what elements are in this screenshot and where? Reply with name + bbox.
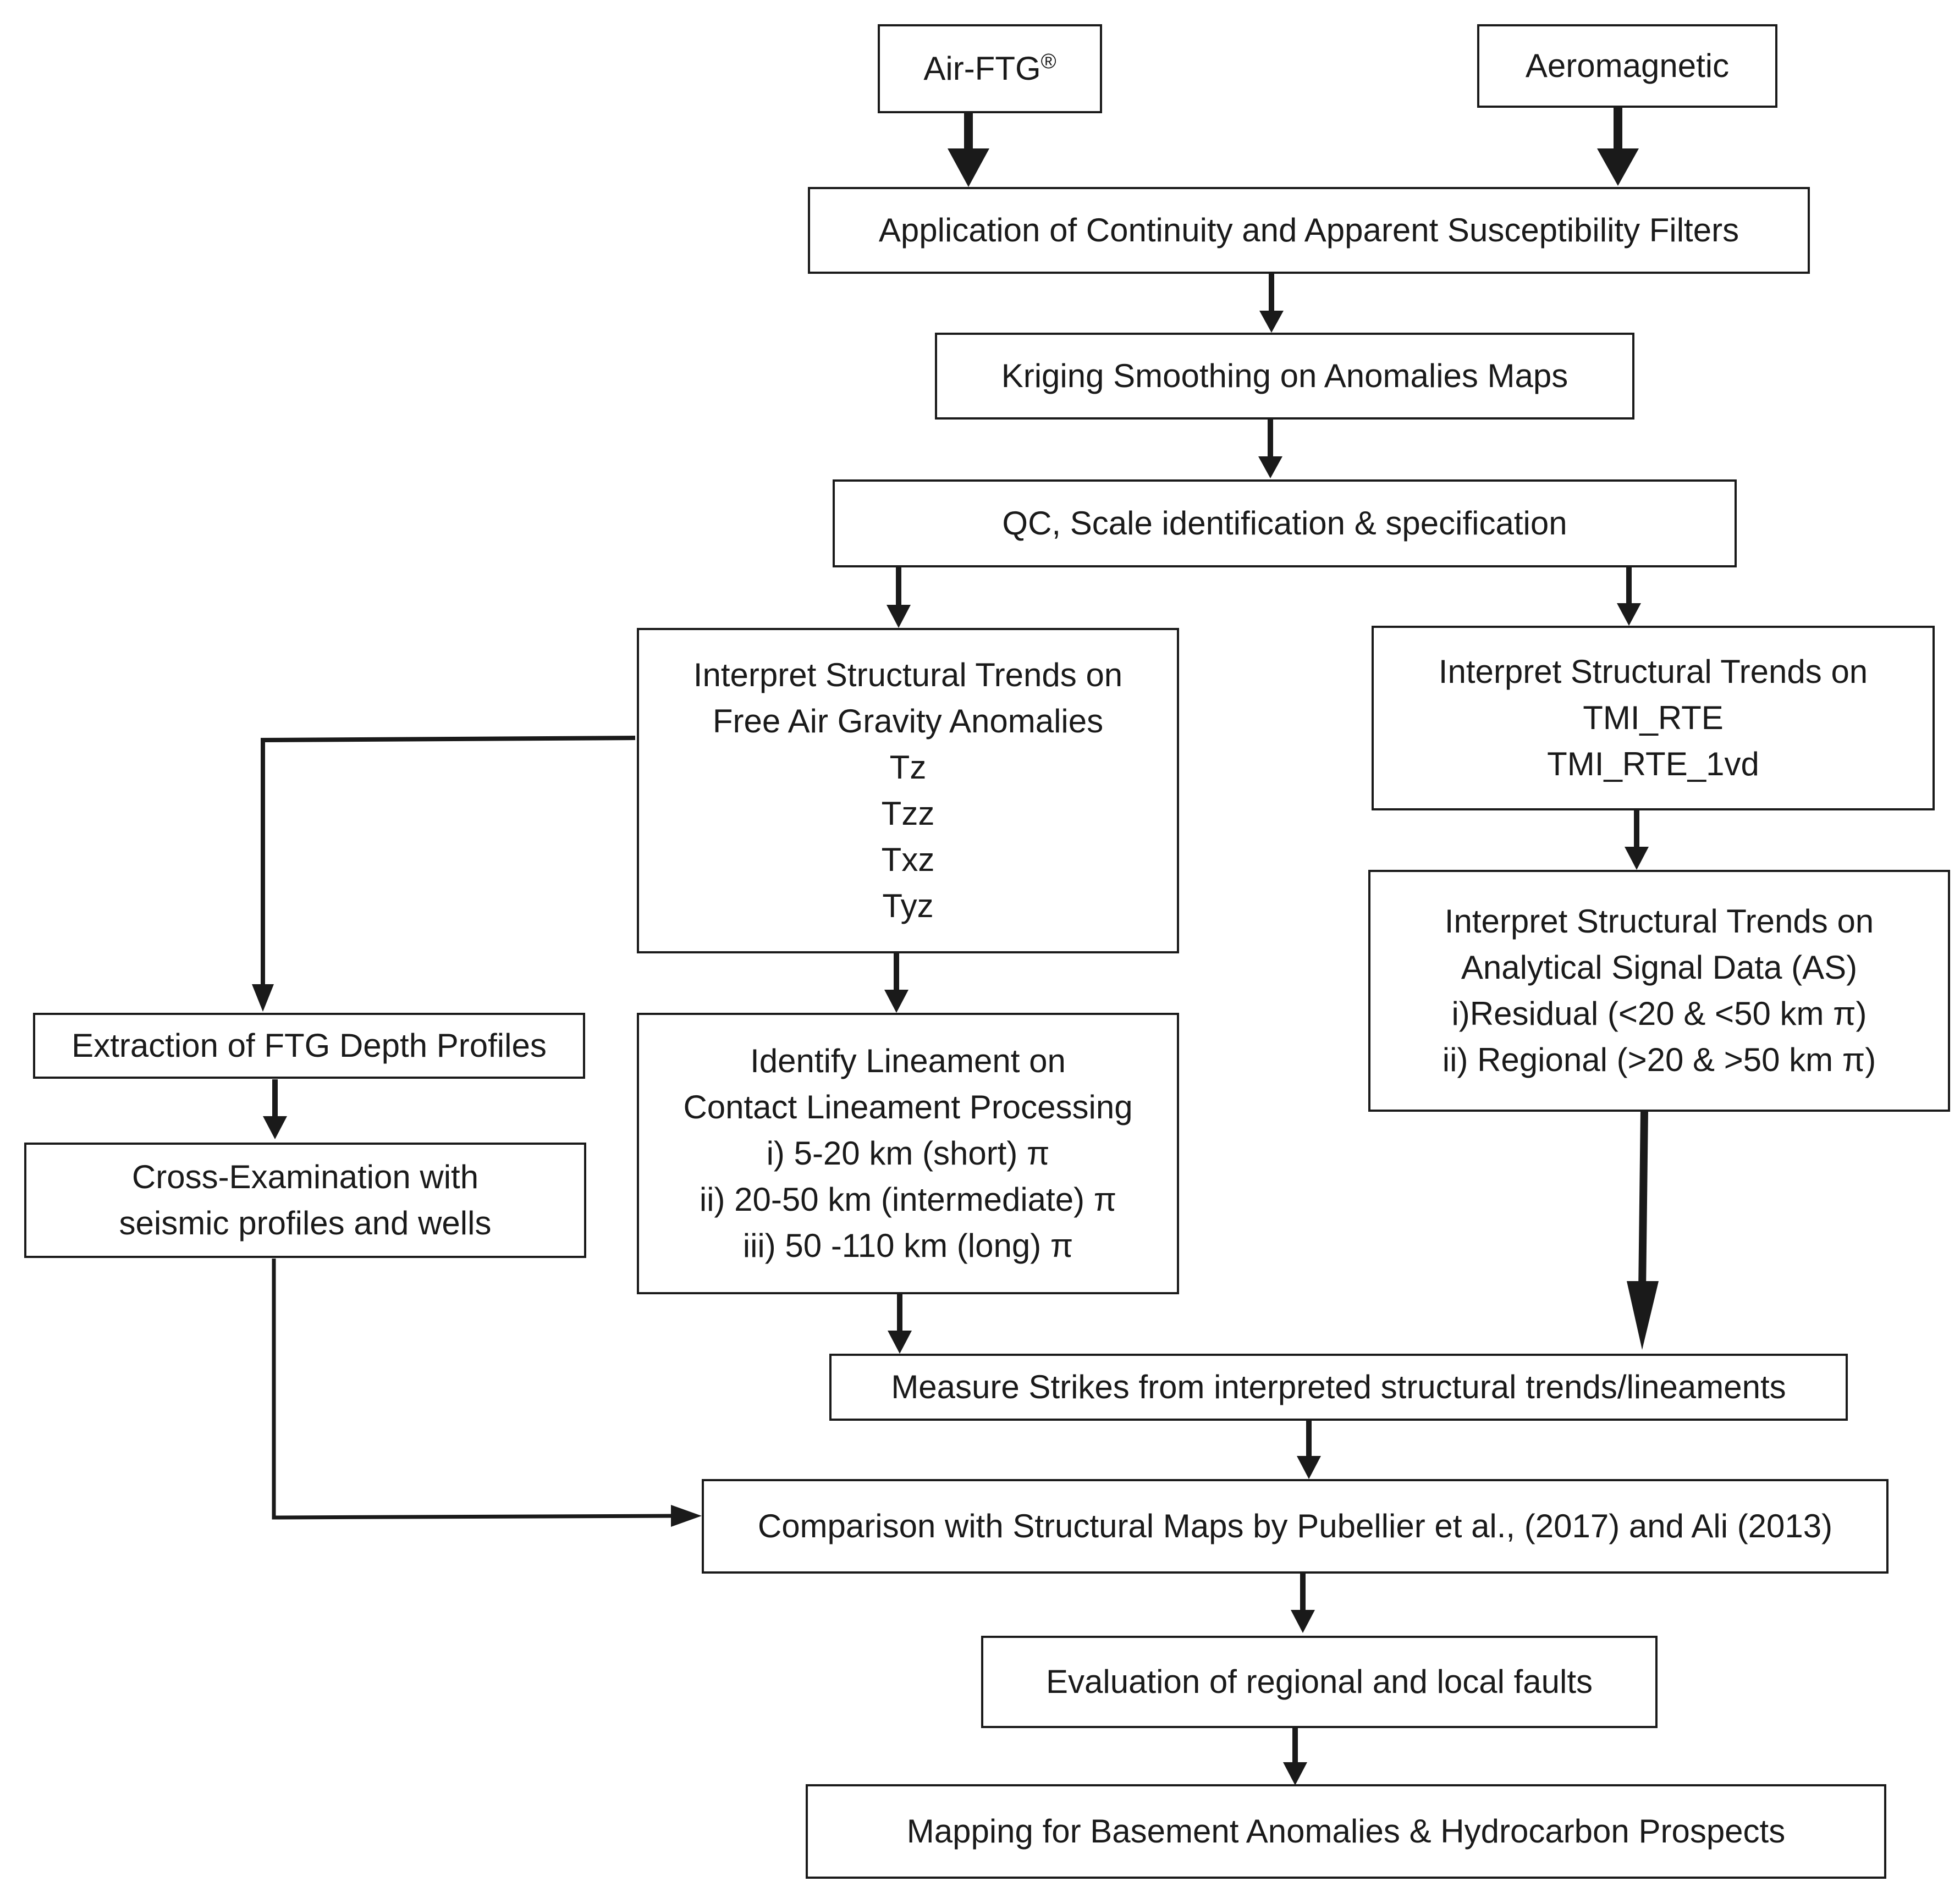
strikes-box: Measure Strikes from interpreted structu… (829, 1354, 1848, 1421)
gravity-line: Interpret Structural Trends on (693, 656, 1123, 693)
gravity-line: Tzz (881, 795, 935, 832)
arrowhead (1258, 456, 1282, 478)
strikes-label: Measure Strikes from interpreted structu… (891, 1369, 1786, 1405)
tmi-trends-box: Interpret Structural Trends on TMI_RTE T… (1372, 626, 1935, 810)
kriging-label: Kriging Smoothing on Anomalies Maps (1001, 357, 1568, 394)
arrowhead (1283, 1762, 1307, 1785)
mapping-box: Mapping for Basement Anomalies & Hydroca… (806, 1784, 1886, 1879)
cross-exam-line: seismic profiles and wells (119, 1205, 492, 1242)
filters-label: Application of Continuity and Apparent S… (878, 212, 1739, 249)
arrow-gravity-to-ftg-profiles (261, 736, 636, 987)
air-ftg-text: Air-FTG (923, 50, 1041, 87)
arrowhead (1259, 311, 1284, 333)
comparison-label: Comparison with Structural Maps by Pubel… (757, 1508, 1833, 1544)
ftg-profiles-label: Extraction of FTG Depth Profiles (71, 1027, 547, 1064)
lineament-line: Identify Lineament on (750, 1042, 1066, 1079)
evaluation-box: Evaluation of regional and local faults (981, 1636, 1658, 1728)
analytical-signal-box: Interpret Structural Trends on Analytica… (1368, 870, 1950, 1112)
kriging-box: Kriging Smoothing on Anomalies Maps (935, 333, 1634, 420)
lineament-box: Identify Lineament on Contact Lineament … (637, 1013, 1179, 1294)
analytical-line: Analytical Signal Data (AS) (1461, 949, 1858, 986)
gravity-trends-box: Interpret Structural Trends on Free Air … (637, 628, 1179, 953)
lineament-line: i) 5-20 km (short) π (766, 1135, 1050, 1172)
gravity-line: Tyz (882, 887, 934, 924)
arrowhead (252, 984, 274, 1012)
aeromagnetic-label: Aeromagnetic (1525, 47, 1730, 84)
tmi-line: TMI_RTE (1583, 699, 1724, 736)
lineament-line: ii) 20-50 km (intermediate) π (699, 1181, 1117, 1218)
evaluation-label: Evaluation of regional and local faults (1046, 1663, 1593, 1700)
qc-box: QC, Scale identification & specification (833, 479, 1737, 567)
arrowhead (887, 605, 911, 628)
arrowhead (1627, 1281, 1659, 1350)
analytical-line: Interpret Structural Trends on (1444, 903, 1874, 940)
arrowhead (263, 1116, 287, 1139)
lineament-line: iii) 50 -110 km (long) π (742, 1227, 1073, 1264)
arrowhead (1297, 1456, 1321, 1479)
tmi-line: Interpret Structural Trends on (1438, 653, 1868, 690)
arrowhead (671, 1505, 702, 1527)
tmi-line: TMI_RTE_1vd (1547, 746, 1759, 782)
gravity-line: Txz (881, 841, 935, 878)
lineament-line: Contact Lineament Processing (683, 1089, 1133, 1125)
analytical-line: ii) Regional (>20 & >50 km π) (1442, 1041, 1876, 1078)
air-ftg-box: Air-FTG® (878, 24, 1102, 113)
arrow-cross-to-comparison (272, 1259, 674, 1520)
comparison-box: Comparison with Structural Maps by Pubel… (702, 1479, 1889, 1574)
gravity-line: Free Air Gravity Anomalies (712, 703, 1104, 740)
arrowhead (1625, 847, 1649, 870)
arrowhead (1617, 603, 1641, 626)
arrowhead (884, 990, 909, 1013)
registered-mark: ® (1040, 50, 1056, 73)
aeromagnetic-box: Aeromagnetic (1477, 24, 1777, 108)
filters-box: Application of Continuity and Apparent S… (808, 187, 1810, 274)
arrowhead (1291, 1610, 1315, 1633)
analytical-line: i)Residual (<20 & <50 km π) (1451, 995, 1867, 1032)
gravity-line: Tz (889, 749, 927, 786)
arrow-analytical-to-strikes (1638, 1110, 1648, 1293)
air-ftg-label: Air-FTG® (923, 46, 1056, 92)
ftg-profiles-box: Extraction of FTG Depth Profiles (33, 1013, 585, 1079)
qc-label: QC, Scale identification & specification (1002, 505, 1567, 542)
arrowhead (1597, 148, 1639, 186)
arrowhead (888, 1331, 912, 1354)
cross-exam-line: Cross-Examination with (131, 1158, 479, 1195)
cross-exam-box: Cross-Examination with seismic profiles … (24, 1143, 586, 1258)
mapping-label: Mapping for Basement Anomalies & Hydroca… (906, 1813, 1786, 1850)
arrowhead (948, 148, 989, 187)
